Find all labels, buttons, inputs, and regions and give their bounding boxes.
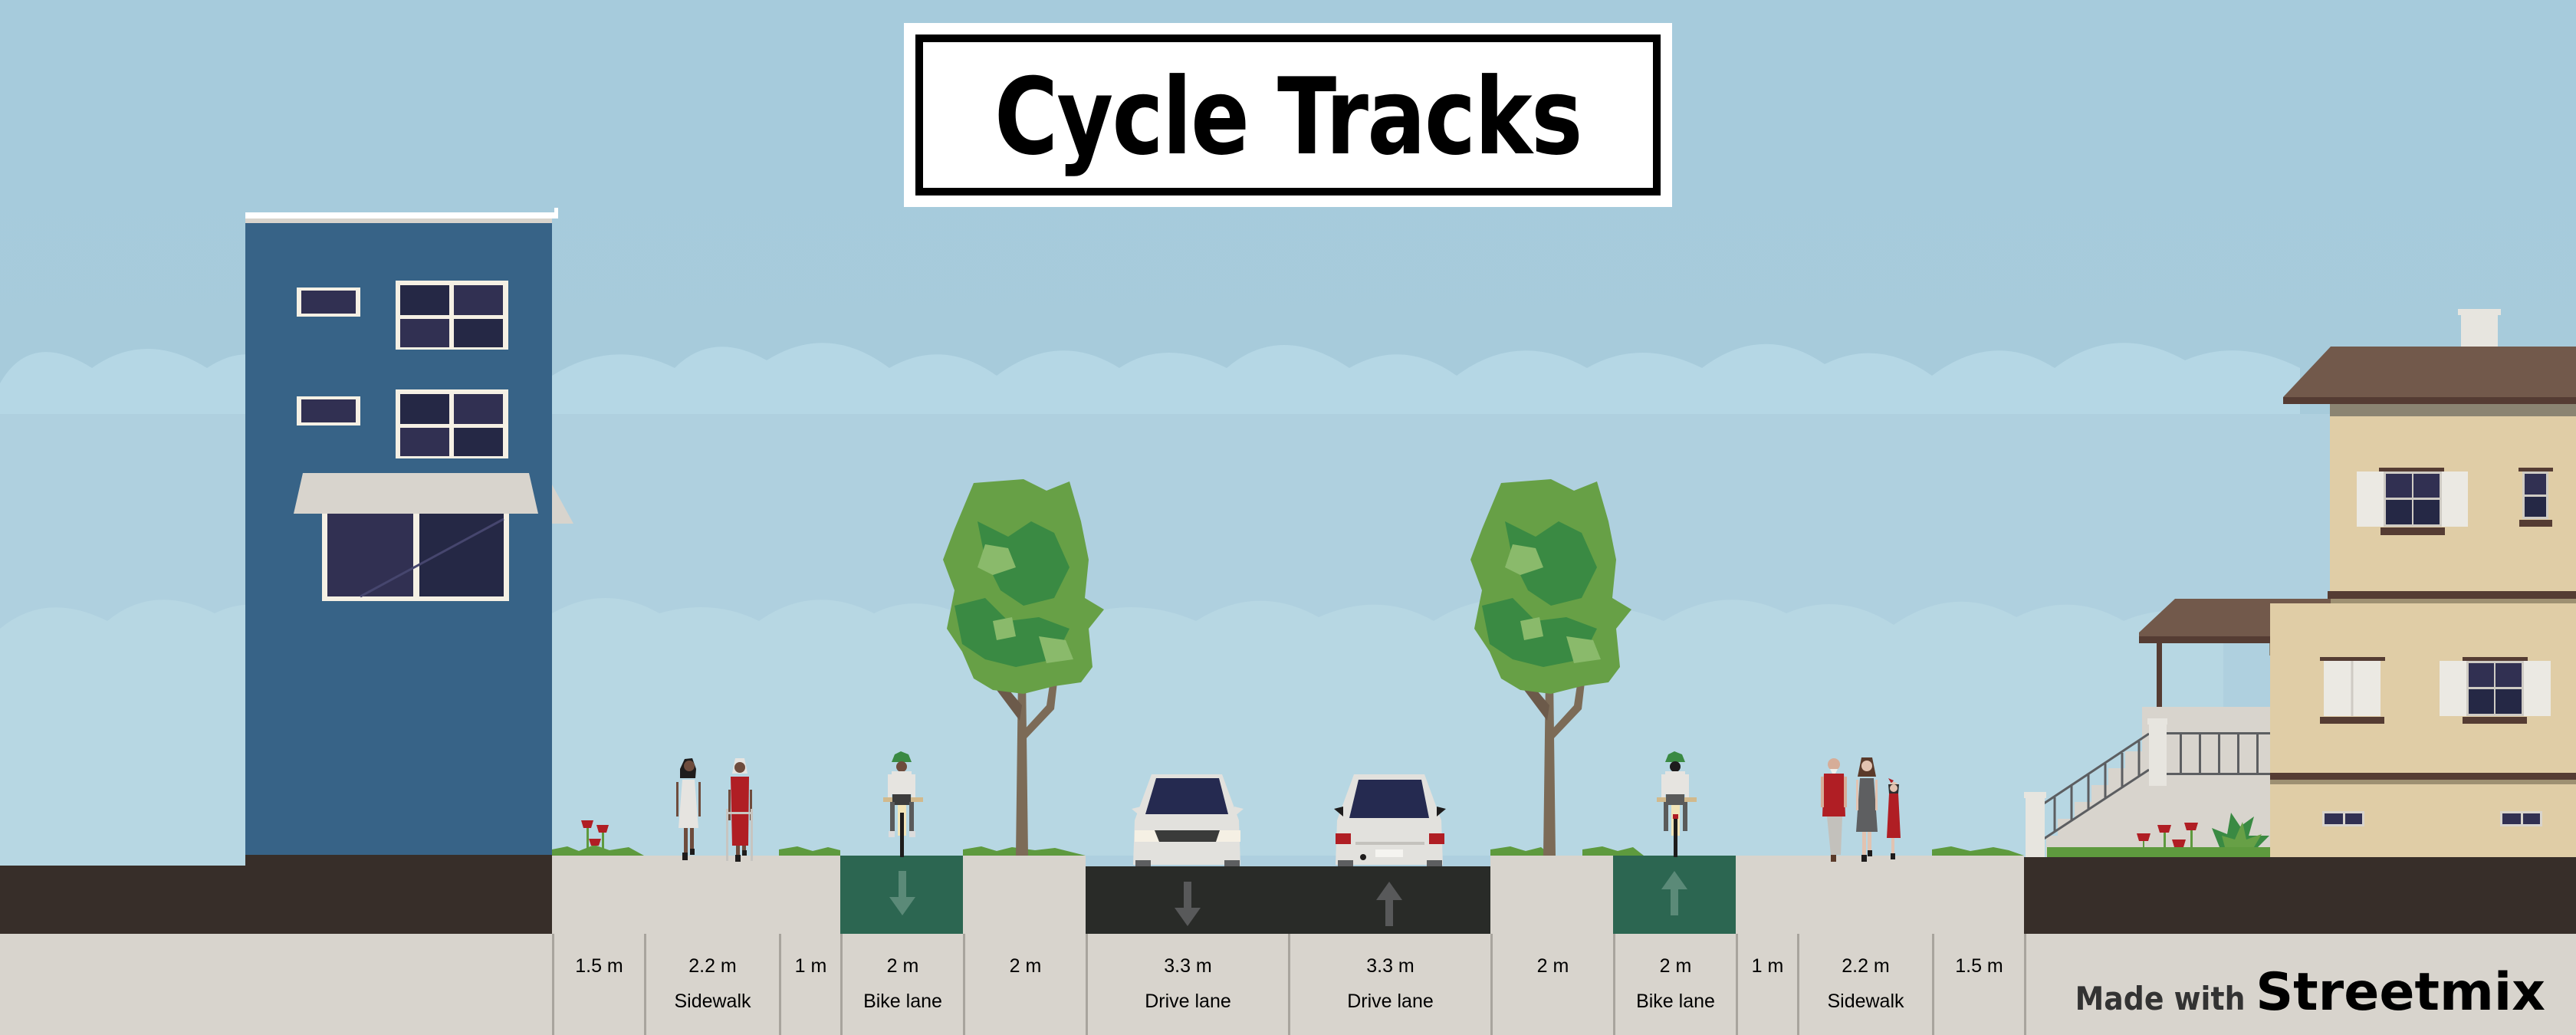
left-building[interactable]: [245, 208, 573, 879]
segment-label-planting-right-inner[interactable]: 1 m: [1736, 934, 1797, 1035]
right-house[interactable]: [2024, 307, 2576, 859]
streetmix-credit[interactable]: Made with Streetmix: [2056, 962, 2545, 1023]
segment-width: 2 m: [1536, 955, 1569, 977]
title-sign: Cycle Tracks: [904, 23, 1672, 207]
cloud-layer-front: [0, 583, 2576, 889]
car-front-view[interactable]: [1132, 774, 1244, 866]
segment-name: Drive lane: [1145, 991, 1231, 1012]
segment-width: 3.3 m: [1164, 955, 1212, 977]
segment-label-planting-right-outer[interactable]: 1.5 m: [1932, 934, 2026, 1035]
bike-lane-arrow-down-icon: [889, 871, 915, 915]
bike-lane-arrow-up-icon: [1661, 871, 1687, 915]
roadway-surface[interactable]: [1086, 866, 1490, 934]
segment-label-bike-lane-left[interactable]: 2 m Bike lane: [840, 934, 963, 1035]
pedestrians-right: [1821, 757, 1901, 862]
segment-label-tree-buffer-right[interactable]: 2 m: [1490, 934, 1613, 1035]
right-lot-ground: [2024, 857, 2576, 934]
car-rear-view[interactable]: [1334, 774, 1446, 866]
segment-width: 2 m: [886, 955, 919, 977]
segment-name: Bike lane: [863, 991, 942, 1012]
segment-name: Bike lane: [1636, 991, 1715, 1012]
segment-label-planting-left-inner[interactable]: 1 m: [779, 934, 840, 1035]
segment-width: 2.2 m: [688, 955, 737, 977]
grass-strips: [552, 845, 2024, 856]
segment-label-sidewalk-left[interactable]: 2.2 m Sidewalk: [644, 934, 779, 1035]
drive-lane-arrow-down-icon: [1175, 882, 1201, 926]
segment-label-drive-lane-inbound[interactable]: 3.3 m Drive lane: [1086, 934, 1288, 1035]
tree-left: [943, 479, 1104, 856]
segment-label-bike-lane-right[interactable]: 2 m Bike lane: [1613, 934, 1736, 1035]
segment-width: 1 m: [1751, 955, 1784, 977]
segment-label-planting-left-outer[interactable]: 1.5 m: [552, 934, 644, 1035]
street-title[interactable]: Cycle Tracks: [994, 55, 1582, 179]
cyclist-left: [883, 751, 923, 857]
right-sidewalk-area: [1736, 856, 2024, 934]
flowers-left: [581, 820, 609, 854]
segment-width: 1 m: [794, 955, 827, 977]
left-tree-buffer-surface: [963, 856, 1086, 934]
segment-name: Drive lane: [1347, 991, 1434, 1012]
segment-width: 3.3 m: [1366, 955, 1414, 977]
segment-width: 1.5 m: [1955, 955, 2003, 977]
title-sign-border: Cycle Tracks: [915, 34, 1661, 196]
segment-name: Sidewalk: [674, 991, 751, 1012]
segment-label-drive-lane-outbound[interactable]: 3.3 m Drive lane: [1288, 934, 1490, 1035]
segment-width: 2.2 m: [1842, 955, 1890, 977]
pedestrians-left: [676, 758, 753, 862]
streetmix-logo: Streetmix: [2256, 962, 2545, 1023]
left-lot-ground: [0, 866, 552, 934]
segment-label-tree-buffer-left[interactable]: 2 m: [963, 934, 1086, 1035]
credit-made-with: Made with: [2075, 980, 2246, 1017]
left-building-base: [245, 855, 552, 866]
drive-lane-arrow-up-icon: [1376, 882, 1402, 926]
left-sidewalk-area: [552, 856, 840, 934]
cyclist-right: [1657, 751, 1697, 857]
segment-width: 2 m: [1659, 955, 1692, 977]
segment-width: 2 m: [1009, 955, 1042, 977]
segment-name: Sidewalk: [1827, 991, 1904, 1012]
segment-label-sidewalk-right[interactable]: 2.2 m Sidewalk: [1797, 934, 1932, 1035]
segment-width: 1.5 m: [575, 955, 623, 977]
right-tree-buffer-surface: [1490, 856, 1613, 934]
tree-right: [1470, 479, 1631, 856]
